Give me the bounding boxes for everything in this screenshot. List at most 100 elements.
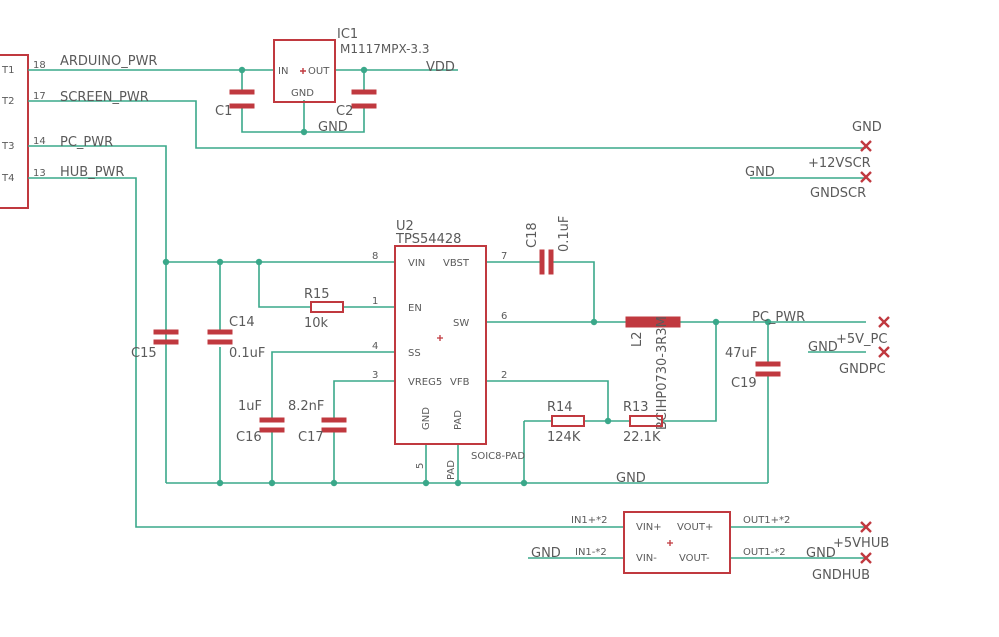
c14-capacitor: C14 0.1uF: [207, 315, 265, 361]
ic1-name: IC1: [337, 27, 358, 42]
c1-name: C1: [215, 104, 232, 119]
r13-resistor: R13 22.1K: [623, 400, 663, 445]
ic1-pin-in: IN: [278, 66, 288, 77]
hub-vin-minus: VIN-: [636, 553, 657, 564]
junctions: [162, 66, 772, 487]
gndpc-label: GNDPC: [839, 362, 886, 377]
hub-supply-terminals: +5VHUB GNDHUB: [812, 521, 889, 583]
pin-14-num: 14: [33, 136, 46, 147]
u2-pin-6: 6: [501, 311, 507, 322]
net-label-pc: PC_PWR: [60, 135, 113, 150]
u2-package: SOIC8-PAD: [471, 451, 525, 462]
u2-pin-ss: SS: [408, 348, 421, 359]
hub-vout-minus: VOUT-: [679, 553, 710, 564]
c17-name: C17: [298, 430, 324, 445]
u2-value: TPS54428: [395, 232, 461, 247]
c15-name: C15: [131, 346, 157, 361]
r14-name: R14: [547, 400, 573, 415]
u2-pin-8: 8: [372, 251, 378, 262]
pc-gnd-label: GND: [808, 340, 838, 355]
u2-name: U2: [396, 219, 414, 234]
screen-supply-terminals: GND +12VSCR GND GNDSCR: [745, 120, 882, 201]
r13-value: 22.1K: [623, 430, 661, 445]
r14-resistor: R14 124K: [547, 400, 585, 445]
r13-name: R13: [623, 400, 649, 415]
c2-name: C2: [336, 104, 353, 119]
c1-capacitor: C1: [215, 89, 255, 119]
hub-gnd-out-label: GND: [806, 546, 836, 561]
hub-in-minus: IN1-*2: [575, 547, 607, 558]
hub-out-plus: OUT1+*2: [743, 515, 790, 526]
r15-resistor: R15 10k: [304, 287, 344, 331]
r14-value: 124K: [547, 430, 581, 445]
net-label-screen: SCREEN_PWR: [60, 90, 149, 105]
c17-capacitor: 8.2nF C17: [288, 399, 347, 445]
u2-pin-vfb: VFB: [450, 377, 470, 388]
ic1-value: M1117MPX-3.3: [340, 42, 430, 56]
c16-value: 1uF: [238, 399, 262, 414]
u2-pin-padnum: PAD: [446, 460, 457, 480]
c19-name: C19: [731, 376, 757, 391]
net-wires: [28, 55, 866, 559]
hub-5v-label: +5VHUB: [833, 536, 889, 551]
u2-pin-vreg5: VREG5: [408, 377, 442, 388]
c19-value: 47uF: [725, 346, 757, 361]
hub-dcdc-module: VIN+ VIN- VOUT+ VOUT- IN1+*2 IN1-*2 OUT1…: [571, 511, 790, 574]
vscr-label: +12VSCR: [808, 156, 871, 171]
u2-pin-sw: SW: [453, 318, 469, 329]
net-label-hub: HUB_PWR: [60, 165, 124, 180]
l2-name: L2: [630, 331, 645, 347]
l2-value: BCIHP0730-3R3M: [655, 316, 670, 430]
net-label-arduino: ARDUINO_PWR: [60, 54, 157, 69]
screen-gnd-label: GND: [852, 120, 882, 135]
u2-pin-pad: PAD: [453, 410, 464, 430]
hub-vin-plus: VIN+: [636, 522, 662, 533]
c14-value: 0.1uF: [229, 346, 265, 361]
c18-capacitor: C18 0.1uF: [525, 216, 572, 275]
pin-13-num: 13: [33, 168, 46, 179]
u2-pin-gnd: GND: [421, 407, 432, 430]
pin-17-num: 17: [33, 91, 46, 102]
ic1-pin-out: OUT: [308, 66, 330, 77]
u2-pin-7: 7: [501, 251, 507, 262]
c18-value: 0.1uF: [557, 216, 572, 252]
c16-name: C16: [236, 430, 262, 445]
u2-pin-3: 3: [372, 370, 378, 381]
vdd-label: VDD: [426, 60, 455, 75]
r15-value: 10k: [304, 316, 329, 331]
ic1-regulator: IC1 M1117MPX-3.3 IN OUT GND: [273, 27, 430, 103]
hub-in-plus: IN1+*2: [571, 515, 608, 526]
u2-pin-en: EN: [408, 303, 422, 314]
pc-pwr-label: PC_PWR: [752, 310, 805, 325]
c15-capacitor: C15: [131, 329, 179, 361]
gndhub-label: GNDHUB: [812, 568, 870, 583]
hub-vout-plus: VOUT+: [677, 522, 713, 533]
ic1-pin-gnd: GND: [291, 88, 314, 99]
pin-t3-label: T3: [1, 141, 14, 152]
l2-inductor: L2 BCIHP0730-3R3M: [625, 316, 681, 430]
u2-pin-vbst: VBST: [443, 258, 470, 269]
c19-capacitor: 47uF C19: [725, 346, 781, 391]
c2-capacitor: C2: [336, 89, 377, 119]
u2-pin-4: 4: [372, 341, 378, 352]
connector-j: T1 T2 T3 T4 18 17 14 13: [0, 54, 46, 209]
pc-supply-terminals: PC_PWR +5V_PC GND GNDPC: [752, 310, 890, 377]
c17-value: 8.2nF: [288, 399, 324, 414]
screen-gnd2-label: GND: [745, 165, 775, 180]
pc-5v-label: +5V_PC: [836, 332, 887, 347]
pin-18-num: 18: [33, 60, 46, 71]
u2-pin-2: 2: [501, 370, 507, 381]
u2-pin-5: 5: [415, 463, 426, 469]
u2-pin-vin: VIN: [408, 258, 425, 269]
gnd-bus-label: GND: [616, 471, 646, 486]
pin-t1-label: T1: [1, 65, 14, 76]
pin-t4-label: T4: [1, 173, 14, 184]
hub-out-minus: OUT1-*2: [743, 547, 786, 558]
hub-gnd-in-label: GND: [531, 546, 561, 561]
u2-buck-converter: U2 TPS54428 VIN EN SS VREG5 8 1 4 3 VBST…: [372, 219, 525, 480]
c16-capacitor: 1uF C16: [236, 399, 285, 445]
r15-name: R15: [304, 287, 330, 302]
gndscr-label: GNDSCR: [810, 186, 866, 201]
